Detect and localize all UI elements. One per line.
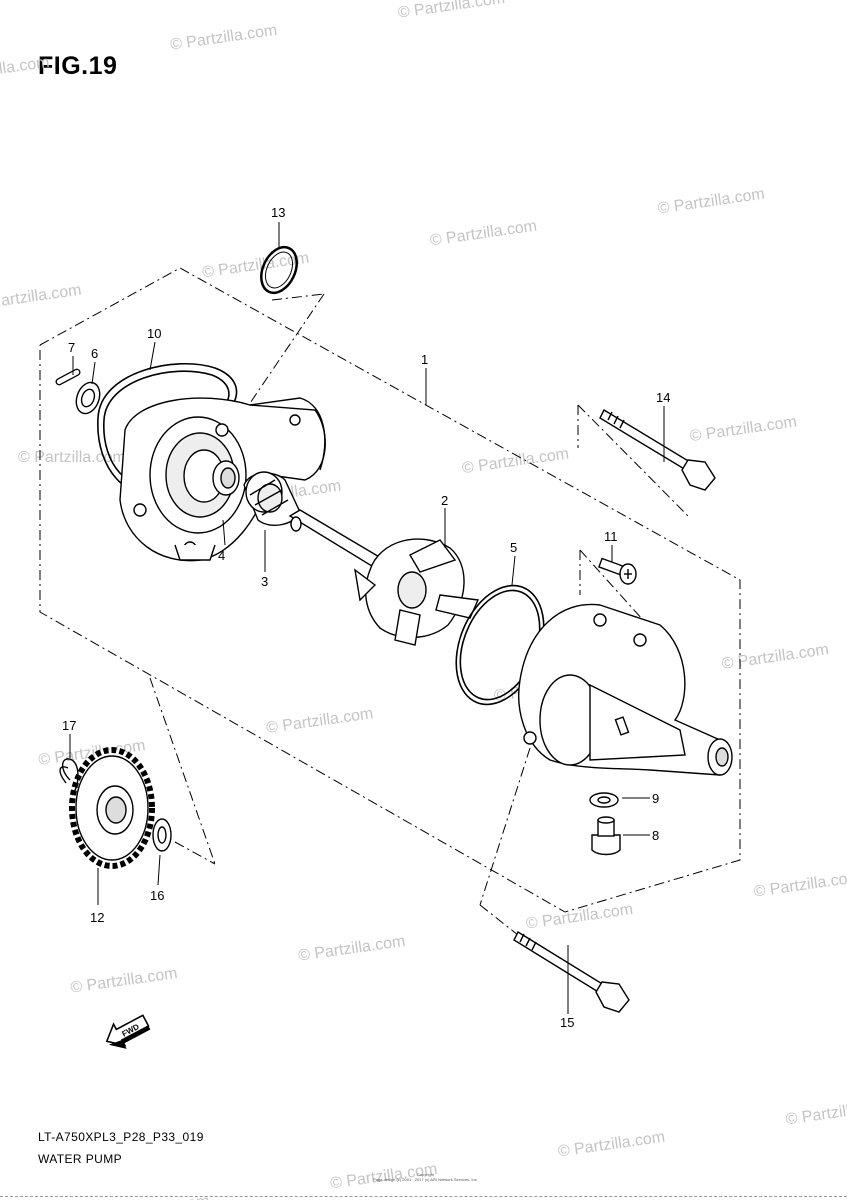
callout-12: 12: [90, 910, 104, 925]
washer-part-9: [589, 792, 619, 808]
dowel-pin-part-7: [55, 368, 81, 386]
copyright-line: Page design (c) 2001 - 2017 (c) ARI Netw…: [373, 1177, 478, 1182]
callout-14: 14: [656, 390, 670, 405]
fwd-arrow-icon: FWD: [105, 1014, 151, 1049]
copyright-line: Copyright: [416, 1172, 435, 1177]
callout-17: 17: [62, 718, 76, 733]
figure-title: FIG.19: [38, 52, 118, 80]
oil-seal-part-4: [212, 460, 240, 496]
assembly-outline: [39, 267, 741, 936]
screw-part-11: [598, 557, 637, 585]
watermark: © Partzilla.com: [18, 449, 126, 466]
watermark: © Partzilla.com: [689, 413, 798, 445]
callout-4: 4: [218, 548, 225, 563]
washer-part-16: [152, 818, 172, 852]
watermark: © Partzilla.com: [169, 22, 278, 54]
drain-plug-part-8: [591, 816, 621, 856]
watermark: © Partzilla.com: [461, 445, 570, 477]
circlip-part-17: [59, 758, 79, 796]
bolt-part-15: [513, 931, 630, 1013]
watermark: © Partzilla.com: [721, 641, 830, 673]
watermark: © Partzilla.com: [429, 218, 538, 250]
pump-cover: [518, 603, 733, 776]
watermark: © Partzilla.com: [0, 282, 83, 314]
watermark: © Partzilla.com: [397, 0, 506, 22]
watermark: © Partzilla.com: [297, 933, 406, 965]
callout-3: 3: [261, 574, 268, 589]
mechanical-seal-part-3: [243, 471, 301, 526]
diagram-code: LT-A750XPL3_P28_P33_019: [38, 1130, 204, 1144]
callout-2: 2: [441, 493, 448, 508]
watermark: © Partzilla.com: [69, 965, 178, 997]
watermark: © Partzilla.com: [557, 1129, 666, 1161]
callout-7: 7: [68, 340, 75, 355]
callout-labels: 1 2 3 4 5 6 7 8 9 10 11 12 13 14 15 16 1…: [62, 205, 670, 1030]
callout-8: 8: [652, 828, 659, 843]
watermark: © Partzilla.com: [525, 901, 634, 933]
bolt-part-14: [599, 409, 716, 491]
callout-6: 6: [91, 346, 98, 361]
pump-driven-gear-part-12: [69, 747, 155, 869]
copyright-notice: Copyright Page design (c) 2001 - 2017 (c…: [368, 1172, 483, 1182]
callout-13: 13: [271, 205, 285, 220]
washer-part-6: [75, 381, 101, 415]
diagram-name: WATER PUMP: [38, 1152, 122, 1166]
callout-10: 10: [147, 326, 161, 341]
callout-11: 11: [604, 529, 618, 544]
callout-1: 1: [421, 352, 428, 367]
watermark: © Partzilla.com: [753, 869, 847, 901]
impeller-shaft-part-2: [288, 509, 480, 646]
bottom-rule: [0, 1196, 847, 1197]
callout-9: 9: [652, 791, 659, 806]
watermark: © Partzilla.com: [657, 186, 766, 218]
o-ring-part-13: [260, 245, 298, 295]
callout-16: 16: [150, 888, 164, 903]
watermark: © Partzilla.com: [785, 1097, 847, 1129]
leader-lines: [69, 222, 665, 1014]
callout-15: 15: [560, 1015, 574, 1030]
callout-5: 5: [510, 540, 517, 555]
watermark: © Partzilla.com: [0, 54, 51, 86]
watermark: © Partzilla.com: [265, 705, 374, 737]
